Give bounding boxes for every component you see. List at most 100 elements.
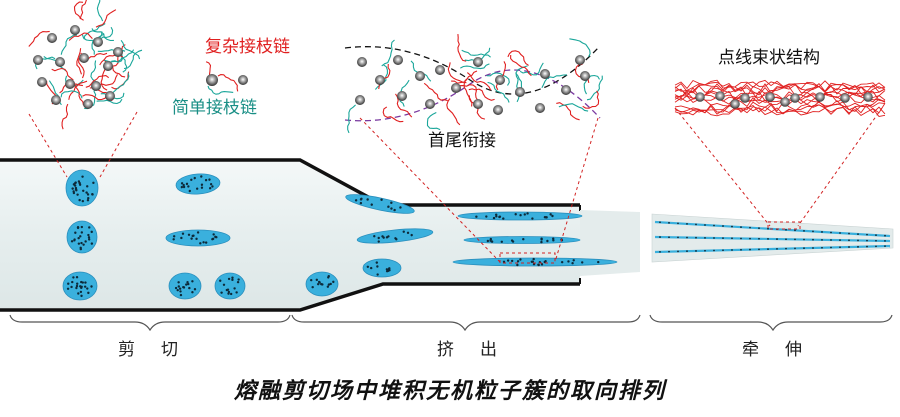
- nanoparticle-dot: [82, 243, 85, 246]
- nanoparticle-dot: [79, 235, 82, 238]
- nanoparticle: [493, 105, 503, 115]
- graft-chain: [111, 49, 135, 63]
- fiber-dot: [704, 224, 706, 226]
- nanoparticle: [51, 95, 61, 105]
- fiber-dot: [713, 249, 715, 252]
- stage-label-stretch: 牵伸: [742, 340, 828, 360]
- figure-title: 熔融剪切场中堆积无机粒子簇的取向排列: [233, 378, 666, 404]
- graft-chain: [60, 90, 83, 99]
- nanoparticle-dot: [546, 239, 549, 243]
- graft-chain: [381, 39, 395, 67]
- nanoparticle-dot: [560, 260, 564, 264]
- fiber-dot: [785, 228, 787, 231]
- nanoparticle-dot: [90, 242, 94, 245]
- fiber-dot: [812, 238, 814, 241]
- nanoparticle-dot: [390, 207, 393, 210]
- nanoparticle: [495, 75, 505, 85]
- cluster: [356, 228, 434, 244]
- fiber-dot: [740, 237, 742, 240]
- nanoparticle-dot: [526, 212, 529, 215]
- nanoparticle-dot: [177, 285, 180, 288]
- fiber-dot: [686, 223, 688, 225]
- nanoparticle: [580, 71, 590, 81]
- cluster: [175, 173, 221, 195]
- nanoparticle-dot: [185, 182, 189, 186]
- graft-chain: [91, 33, 105, 55]
- nanoparticle-dot: [74, 188, 78, 191]
- nanoparticle: [93, 37, 103, 47]
- graft-chain: [28, 30, 50, 47]
- detail-stretch-bundle: [674, 79, 886, 117]
- nanoparticle-dot: [185, 283, 188, 286]
- nanoparticle-dot: [212, 233, 215, 236]
- nanoparticle: [575, 55, 585, 65]
- nanoparticle-dot: [510, 259, 514, 263]
- nanoparticle-dot: [77, 236, 80, 240]
- cluster-body: [168, 272, 202, 300]
- graft-chain: [569, 38, 591, 58]
- graft-chain: [459, 84, 479, 101]
- aligned-graft-chain: [674, 106, 886, 117]
- nanoparticle: [415, 71, 425, 81]
- nanoparticle-dot: [395, 238, 398, 241]
- nanoparticle-dot: [199, 242, 202, 245]
- cluster: [345, 194, 415, 214]
- nanoparticle: [730, 99, 740, 109]
- nanoparticle: [561, 85, 571, 95]
- nanoparticle-dot: [327, 283, 331, 286]
- fiber-dot: [812, 247, 814, 249]
- nanoparticle: [780, 97, 790, 107]
- nanoparticle-dot: [406, 231, 410, 235]
- nanoparticle-dot: [516, 260, 520, 263]
- nanoparticle-dot: [510, 239, 514, 242]
- nanoparticle: [473, 57, 483, 67]
- zoom-box-stretch: [767, 221, 801, 230]
- fiber-dot: [821, 238, 823, 241]
- fiber-dot: [767, 227, 769, 230]
- nanoparticle-dot: [73, 238, 76, 241]
- nanoparticle-dot: [179, 290, 182, 293]
- nanoparticle-dot: [387, 205, 390, 208]
- nanoparticle-dot: [208, 187, 212, 190]
- nanoparticle: [206, 74, 218, 86]
- nanoparticle-dot: [76, 193, 79, 196]
- graft-chain: [60, 34, 78, 55]
- fiber-dot: [884, 240, 886, 242]
- nanoparticle: [863, 92, 873, 102]
- nanoparticle-dot: [190, 237, 193, 240]
- nanoparticle-dot: [81, 175, 84, 178]
- fiber-dot: [875, 245, 877, 248]
- nanoparticle-dot: [204, 241, 208, 244]
- fiber-dot: [794, 247, 796, 250]
- fiber-dot: [749, 237, 751, 240]
- nanoparticle-dot: [200, 175, 203, 178]
- nanoparticle-dot: [410, 233, 413, 237]
- nanoparticle-dot: [182, 183, 185, 187]
- nanoparticle-dot: [390, 201, 393, 204]
- nanoparticle-dot: [77, 180, 81, 183]
- nanoparticle-dot: [514, 213, 517, 216]
- nanoparticle: [105, 91, 115, 101]
- nanoparticle-dot: [552, 237, 555, 240]
- nanoparticle: [357, 57, 367, 67]
- nanoparticle: [397, 91, 407, 101]
- nanoparticle-dot: [192, 234, 195, 237]
- fiber-dot: [686, 250, 688, 253]
- brace-extrude: [291, 314, 641, 332]
- nanoparticle-dot: [226, 288, 230, 291]
- nanoparticle-dot: [485, 215, 488, 218]
- nanoparticle: [425, 99, 435, 109]
- nanoparticle-dot: [236, 280, 240, 284]
- nanoparticle-dot: [86, 199, 90, 202]
- nanoparticle-dot: [193, 288, 197, 291]
- nanoparticle-dot: [191, 291, 194, 294]
- nanoparticle-dot: [78, 198, 81, 202]
- nanoparticle-dot: [85, 191, 88, 194]
- nanoparticle-dot: [208, 178, 211, 181]
- graft-chain: [85, 75, 110, 88]
- fiber-dot: [704, 236, 706, 239]
- nanoparticle-dot: [72, 276, 75, 279]
- fiber-dot: [668, 221, 670, 224]
- nanoparticle-dot: [235, 291, 238, 294]
- brace-shear: [9, 314, 291, 332]
